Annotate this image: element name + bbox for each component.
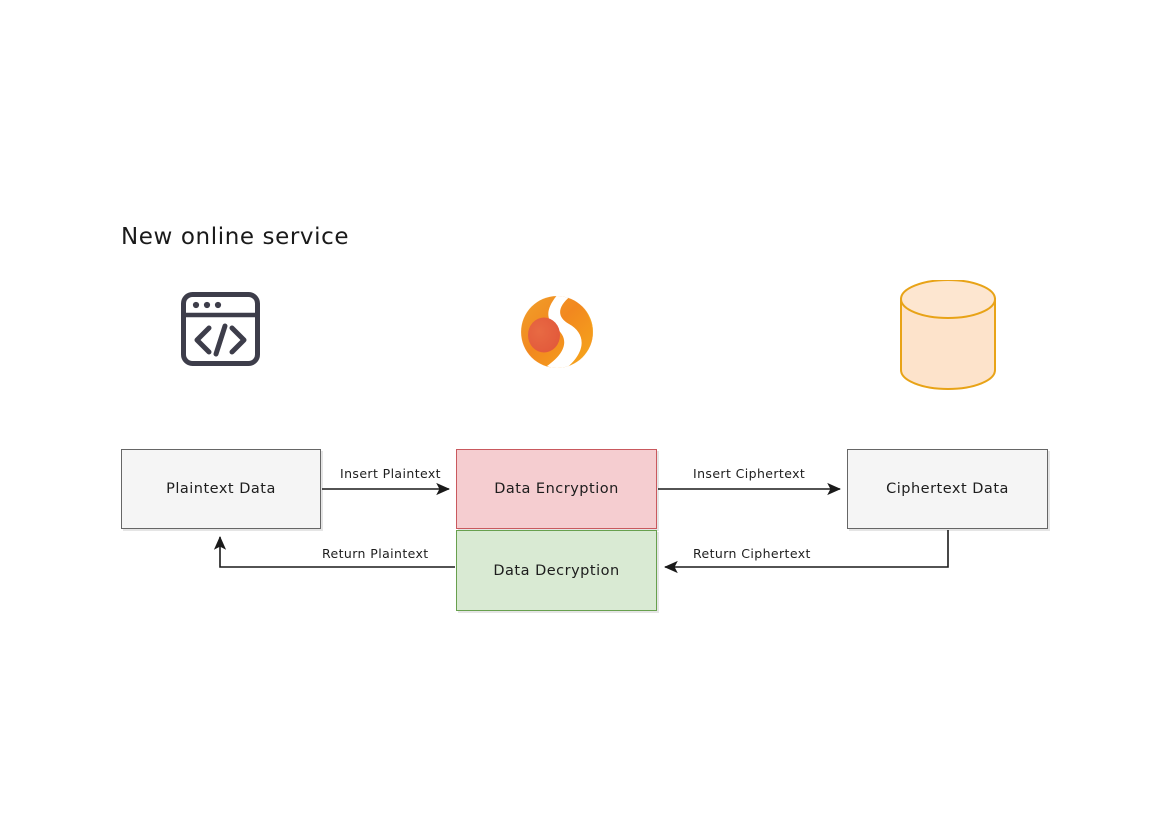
browser-code-icon [181,292,260,366]
node-ciphertext-data[interactable]: Ciphertext Data [847,449,1048,529]
page-title: New online service [121,224,350,250]
node-data-encryption-label: Data Encryption [494,481,619,497]
edge-return-ciphertext [664,530,949,574]
node-plaintext-data[interactable]: Plaintext Data [121,449,321,529]
node-data-decryption[interactable]: Data Decryption [456,530,657,611]
node-plaintext-data-label: Plaintext Data [166,481,276,497]
node-data-decryption-label: Data Decryption [493,562,620,579]
edge-return-plaintext [213,536,455,568]
node-ciphertext-data-label: Ciphertext Data [886,481,1009,497]
edge-label-return-ciphertext: Return Ciphertext [693,546,811,561]
node-data-encryption[interactable]: Data Encryption [456,449,657,529]
database-cylinder-icon [893,279,1003,390]
edge-label-insert-plaintext: Insert Plaintext [340,466,441,481]
edge-label-insert-ciphertext: Insert Ciphertext [693,466,806,481]
edge-label-return-plaintext: Return Plaintext [322,546,429,561]
brand-swirl-icon [517,292,597,372]
